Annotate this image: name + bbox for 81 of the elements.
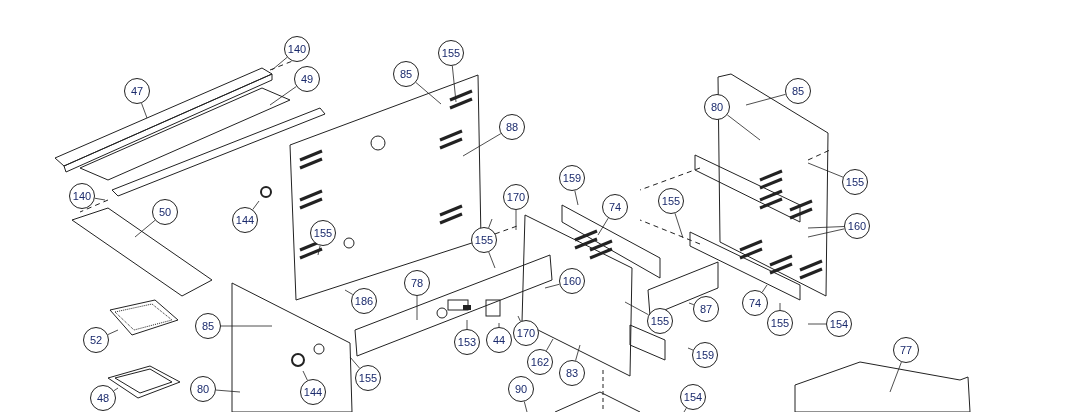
leader-line — [523, 401, 528, 412]
leader-line — [575, 344, 581, 361]
leader-line — [269, 86, 297, 106]
leader-line — [317, 245, 321, 256]
leader-line — [451, 65, 457, 103]
leader-line — [416, 295, 418, 321]
callout-number: 155 — [658, 188, 684, 214]
leader-line — [674, 212, 684, 239]
leader-line — [517, 315, 521, 322]
callout-number: 52 — [83, 327, 109, 353]
callout-number: 170 — [503, 184, 529, 210]
callout-number: 144 — [232, 207, 258, 233]
leader-line — [488, 218, 493, 229]
callout-number: 159 — [559, 165, 585, 191]
callout-number: 155 — [355, 365, 381, 391]
callout-number: 90 — [508, 376, 534, 402]
callout-number: 154 — [826, 311, 852, 337]
leader-line — [349, 356, 360, 369]
leader-line — [574, 190, 579, 206]
leader-line — [889, 361, 902, 393]
callout-number: 154 — [680, 384, 706, 410]
leader-line — [779, 302, 781, 311]
callout-number: 140 — [69, 183, 95, 209]
leader-line — [807, 323, 827, 325]
callout-number: 83 — [559, 360, 585, 386]
callout-number: 49 — [294, 66, 320, 92]
leader-line — [215, 389, 241, 393]
callout-number: 87 — [693, 296, 719, 322]
leader-line — [761, 284, 768, 293]
callout-number: 48 — [90, 385, 116, 411]
leader-line — [220, 325, 273, 327]
callout-number: 162 — [527, 349, 553, 375]
leader-line — [466, 319, 468, 330]
callout-number: 160 — [559, 268, 585, 294]
leader-line — [415, 82, 442, 105]
leader-line — [807, 162, 844, 178]
callout-number: 77 — [893, 337, 919, 363]
callout-number: 85 — [393, 61, 419, 87]
callout-number: 155 — [647, 308, 673, 334]
leader-line — [107, 329, 119, 335]
callout-number: 155 — [310, 220, 336, 246]
leader-line — [687, 347, 694, 351]
callout-number: 80 — [704, 94, 730, 120]
callout-number: 144 — [300, 379, 326, 405]
callout-number: 44 — [486, 327, 512, 353]
callout-number: 153 — [454, 329, 480, 355]
callout-number: 50 — [152, 199, 178, 225]
callout-number: 155 — [767, 310, 793, 336]
leader-line — [113, 387, 119, 392]
callout-number: 80 — [190, 376, 216, 402]
callout-number: 74 — [602, 194, 628, 220]
callout-number: 88 — [499, 114, 525, 140]
callout-number: 85 — [785, 78, 811, 104]
leader-line — [807, 228, 845, 238]
callout-number: 47 — [124, 78, 150, 104]
leader-line — [515, 209, 517, 231]
leader-line — [94, 197, 106, 201]
leader-line — [624, 301, 649, 316]
leader-line — [141, 102, 148, 119]
leader-line — [544, 283, 560, 289]
callout-number: 78 — [404, 270, 430, 296]
leader-line — [726, 114, 761, 141]
leader-line — [745, 93, 786, 106]
leader-line — [498, 322, 500, 328]
callout-number: 170 — [513, 320, 539, 346]
leader-line — [688, 302, 695, 306]
leader-line — [134, 219, 156, 238]
callout-number: 159 — [692, 342, 718, 368]
leader-line — [807, 226, 845, 229]
callout-number: 155 — [842, 169, 868, 195]
callout-number: 140 — [284, 36, 310, 62]
leader-line — [488, 251, 496, 269]
leader-line — [302, 370, 308, 381]
callout-number: 85 — [195, 313, 221, 339]
callout-number: 74 — [742, 290, 768, 316]
callout-number: 155 — [471, 227, 497, 253]
callout-number: 186 — [351, 288, 377, 314]
callout-number: 155 — [438, 40, 464, 66]
leader-line — [271, 56, 288, 71]
callout-number: 160 — [844, 213, 870, 239]
leader-line — [252, 200, 260, 210]
